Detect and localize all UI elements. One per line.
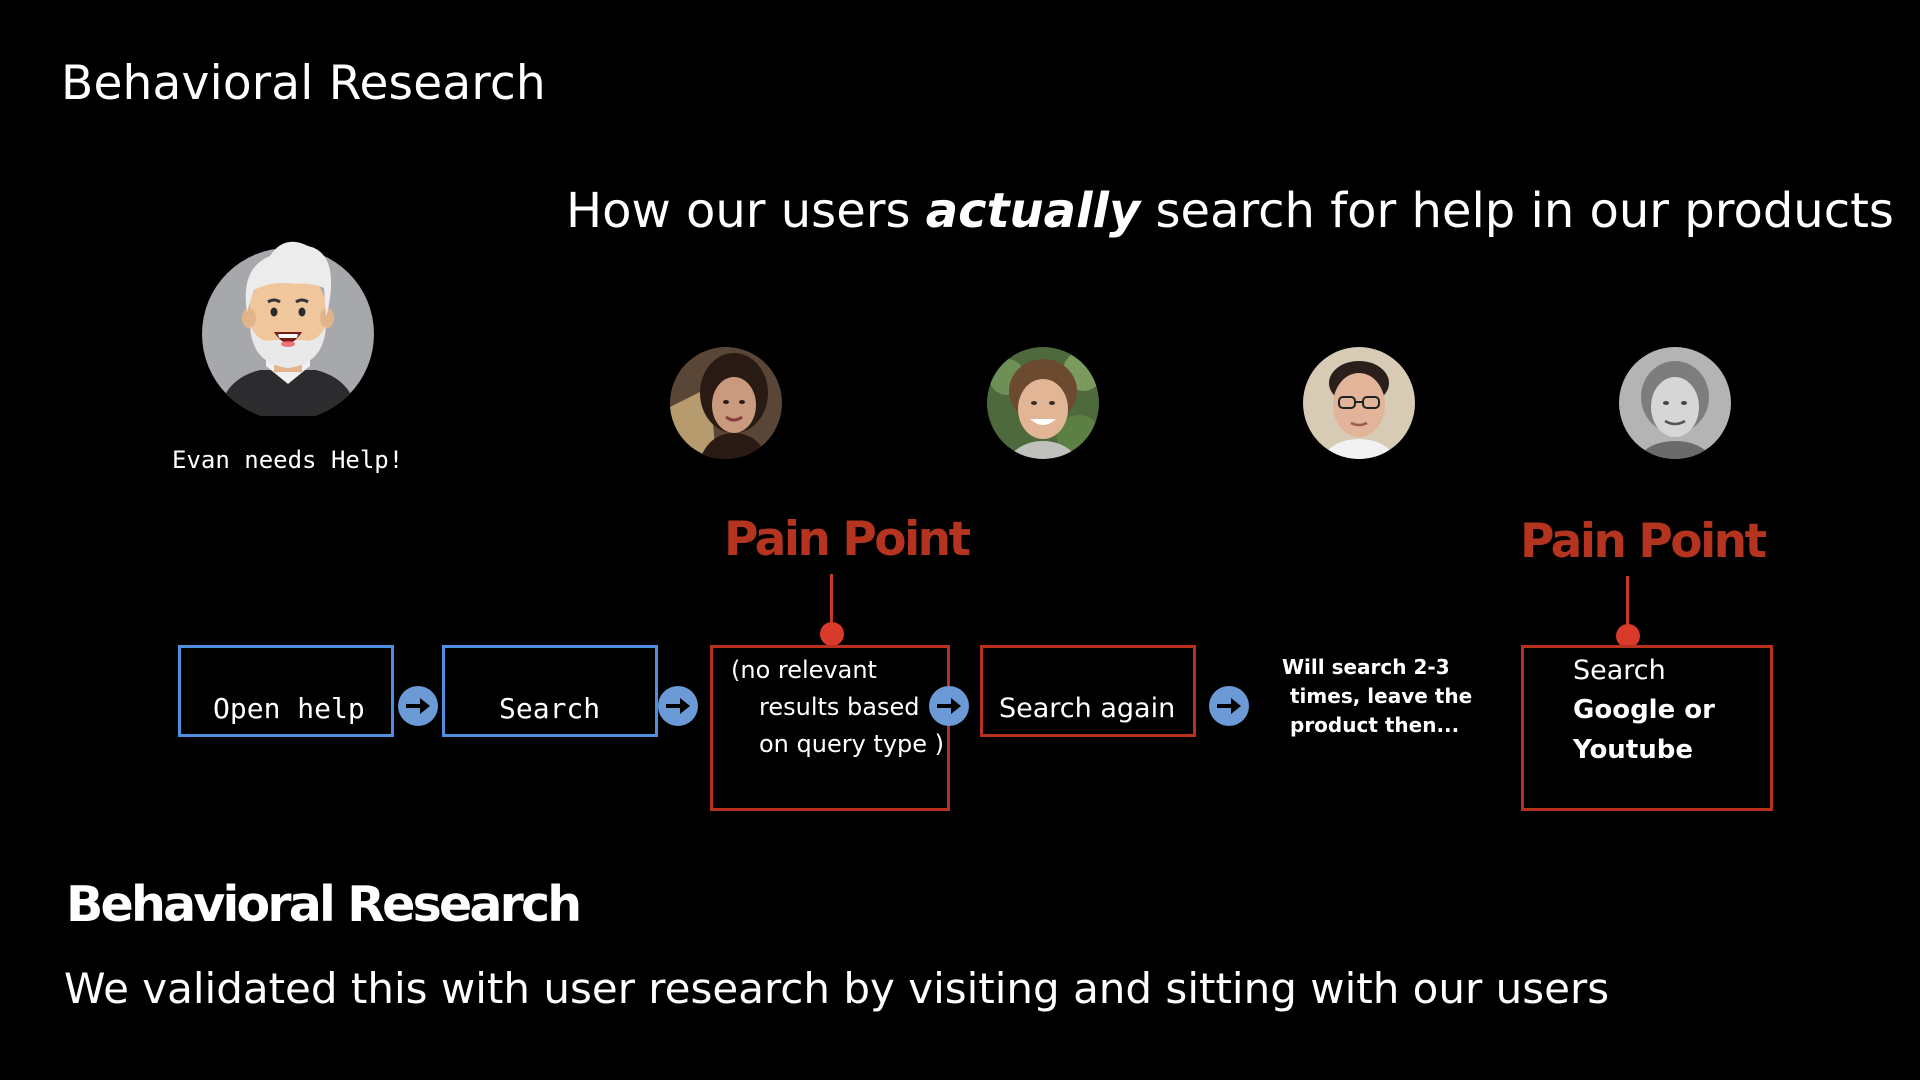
step-label: Open help bbox=[213, 692, 365, 725]
headline-post: search for help in our products bbox=[1140, 183, 1894, 239]
evan-caption: Evan needs Help! bbox=[172, 446, 404, 474]
step-label: Search again bbox=[999, 693, 1176, 724]
user-photo bbox=[987, 347, 1099, 459]
step-note-line: (no relevant bbox=[731, 656, 877, 684]
arrow-right-icon bbox=[1209, 686, 1249, 726]
pain-point-label: Pain Point bbox=[1520, 514, 1767, 569]
pain-point-connector bbox=[830, 574, 833, 632]
step-external-search: Search Google or Youtube bbox=[1521, 645, 1773, 811]
step-search-again: Search again bbox=[980, 645, 1196, 737]
step-note-line: Will search 2-3 bbox=[1282, 655, 1450, 679]
step-label: Search bbox=[499, 692, 601, 725]
step-note-line: Search bbox=[1573, 655, 1666, 686]
user-photo bbox=[670, 347, 782, 459]
slide-title: Behavioral Research bbox=[61, 56, 546, 111]
pain-point-marker bbox=[820, 622, 844, 646]
arrow-right-icon bbox=[398, 686, 438, 726]
step-search: Search bbox=[442, 645, 658, 737]
step-open-help: Open help bbox=[178, 645, 394, 737]
pain-point-marker bbox=[1616, 624, 1640, 648]
pain-point-connector bbox=[1626, 576, 1629, 632]
user-photo bbox=[1619, 347, 1731, 459]
step-note-line: Youtube bbox=[1573, 735, 1693, 765]
headline: How our users actually search for help i… bbox=[566, 183, 1894, 239]
headline-emphasis: actually bbox=[925, 183, 1141, 239]
arrow-right-icon bbox=[658, 686, 698, 726]
step-note-line: Google or bbox=[1573, 695, 1715, 725]
user-photo bbox=[1303, 347, 1415, 459]
arrow-right-icon bbox=[929, 686, 969, 726]
step-note-line: results based bbox=[759, 693, 920, 721]
step-no-results: (no relevant results based on query type… bbox=[710, 645, 950, 811]
step-repeat-note: Will search 2-3 times, leave the product… bbox=[1282, 653, 1472, 753]
step-note-line: times, leave the bbox=[1290, 684, 1473, 708]
footer-text: We validated this with user research by … bbox=[64, 964, 1610, 1013]
step-note-line: product then... bbox=[1290, 713, 1460, 737]
footer-title: Behavioral Research bbox=[66, 876, 582, 933]
headline-pre: How our users bbox=[566, 183, 926, 239]
evan-avatar bbox=[200, 232, 376, 420]
step-note-line: on query type ) bbox=[759, 730, 945, 758]
pain-point-label: Pain Point bbox=[724, 512, 971, 567]
